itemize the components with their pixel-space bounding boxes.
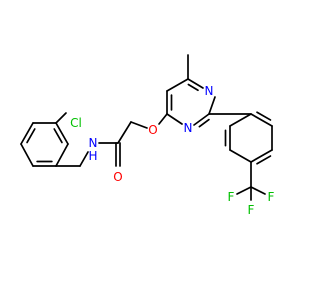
bond <box>250 186 266 195</box>
bond-set <box>20 54 273 201</box>
bond <box>55 143 69 167</box>
bond <box>187 78 204 89</box>
atom-label-f3: F <box>268 190 275 204</box>
bond <box>20 143 34 167</box>
bond <box>20 122 34 145</box>
bond <box>250 149 273 163</box>
atom-label-n-ring-bottom: N <box>184 121 193 135</box>
atom-label-cl: Cl <box>70 116 82 130</box>
bond <box>130 121 148 129</box>
bond <box>117 121 132 144</box>
bond <box>166 113 183 125</box>
bond <box>229 113 252 127</box>
bond <box>250 113 273 127</box>
bond <box>26 128 36 144</box>
bond <box>229 149 252 163</box>
bond <box>208 96 216 115</box>
bond <box>53 128 63 144</box>
bond <box>256 155 272 165</box>
bond <box>55 122 69 145</box>
bond <box>158 113 168 125</box>
bond <box>256 111 272 121</box>
atom-label-f2: F <box>228 190 235 204</box>
bond <box>193 113 210 126</box>
atom-label-o-ether: O <box>148 123 157 137</box>
atom-label-o-carbonyl: O <box>113 170 122 184</box>
atom-label-n-ring-top: N <box>205 84 214 98</box>
atom-label-nh: N <box>89 136 98 150</box>
bond <box>79 151 89 167</box>
atom-label-nh-h: H <box>88 149 97 163</box>
bond <box>187 83 199 92</box>
bond <box>55 112 67 124</box>
bond <box>236 186 252 195</box>
bond <box>166 78 189 92</box>
bond <box>198 118 210 128</box>
atom-label-f1: F <box>248 203 255 217</box>
